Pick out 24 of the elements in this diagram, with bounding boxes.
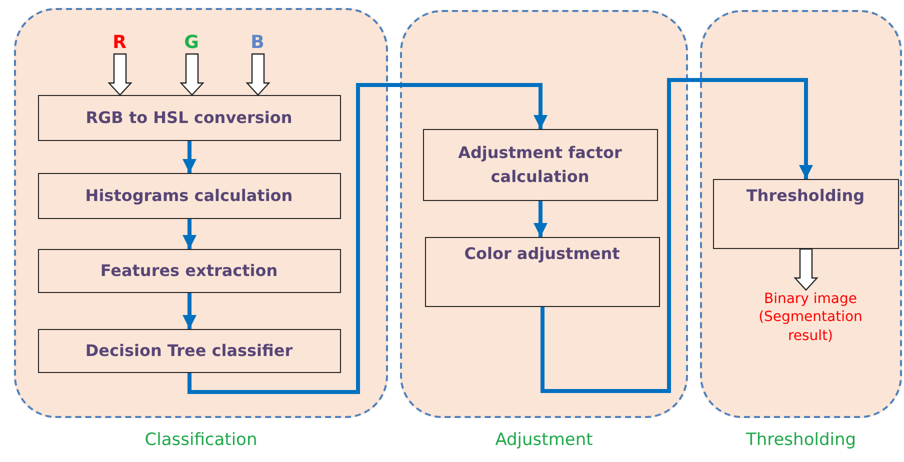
panel-heading: Adjustment — [495, 430, 593, 450]
channel-label: R — [112, 32, 128, 54]
process-box: Decision Tree classifier — [38, 328, 340, 372]
channel-label: B — [250, 32, 266, 54]
hollow-arrow — [108, 53, 132, 96]
arrow — [182, 293, 196, 329]
panel-heading: Classification — [144, 430, 258, 450]
hollow-arrow — [246, 53, 270, 96]
channel-label: G — [182, 32, 200, 54]
arrow — [182, 141, 196, 173]
arrow — [188, 83, 548, 394]
process-box: Features extraction — [38, 248, 340, 292]
process-box: Adjustment factor calculation — [422, 128, 658, 200]
process-box: Histograms calculation — [38, 172, 340, 218]
output-label: Binary image (Segmentation result) — [744, 290, 876, 364]
process-box: Color adjustment — [424, 236, 660, 306]
hollow-arrow — [180, 53, 204, 96]
process-box: RGB to HSL conversion — [38, 94, 340, 140]
process-box: Thresholding — [712, 178, 898, 248]
arrow — [182, 219, 196, 249]
arrow — [540, 78, 813, 393]
panel-heading: Thresholding — [746, 430, 856, 450]
hollow-arrow — [794, 248, 818, 291]
arrow — [534, 201, 548, 237]
